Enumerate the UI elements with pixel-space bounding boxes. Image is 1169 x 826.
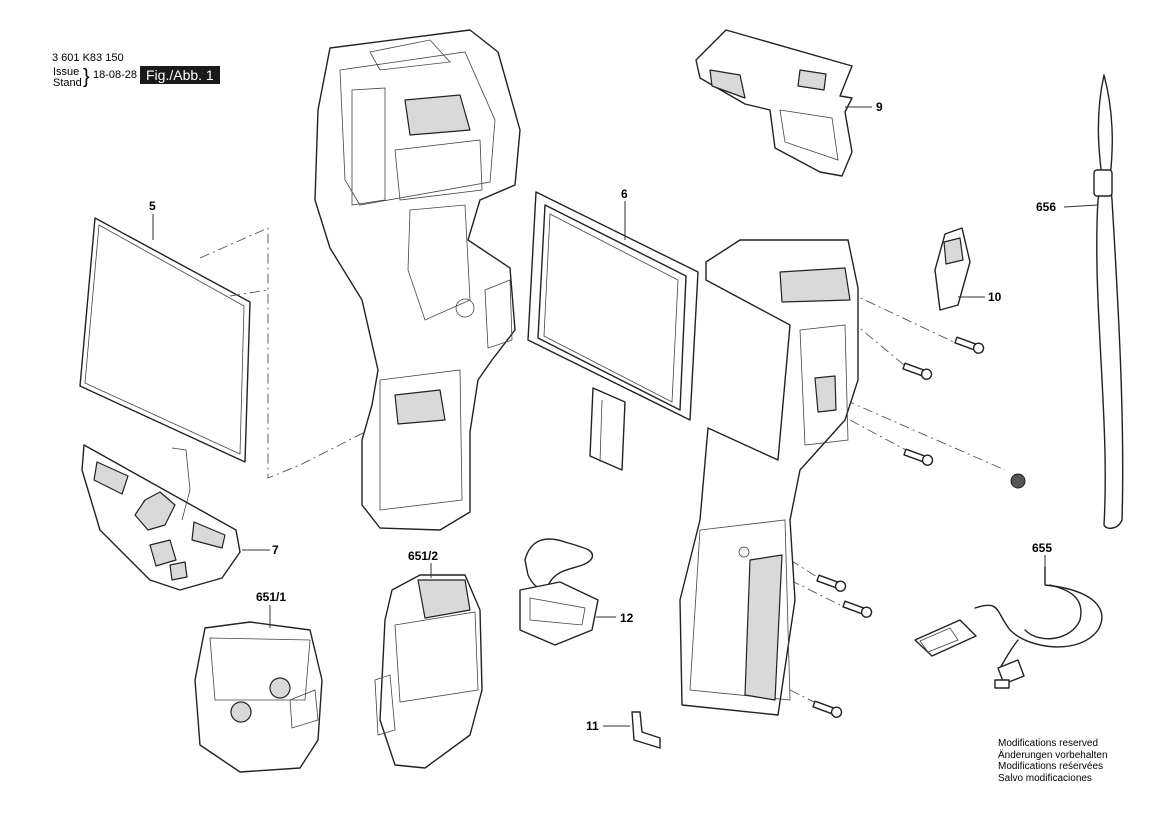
leader-lines — [152, 106, 1099, 727]
callout-10: 10 — [988, 290, 1002, 304]
part-656-strap — [1093, 74, 1124, 529]
callout-11: 11 — [586, 719, 599, 733]
part-6-display — [527, 191, 699, 471]
front-housing — [679, 239, 859, 716]
callout-656: 656 — [1036, 200, 1057, 214]
part-9-clip — [695, 29, 853, 177]
note-es: Salvo modificaciones — [998, 772, 1092, 784]
stand-label: Stand — [53, 77, 82, 89]
note-fr: Modifications reśervées — [998, 761, 1104, 772]
callout-12: 12 — [620, 611, 634, 625]
issue-label: Issue — [53, 66, 80, 78]
part-number: 3 601 K83 150 — [52, 52, 124, 64]
callout-5: 5 — [149, 199, 156, 213]
part-12-connector — [519, 538, 599, 646]
callout-655: 655 — [1032, 541, 1053, 555]
part-651-2-battery-pack — [374, 574, 483, 769]
figure-badge: Fig./Abb. 1 — [140, 66, 220, 84]
screws — [812, 336, 1026, 718]
rear-housing — [314, 29, 521, 531]
part-7-keypad — [81, 444, 241, 591]
part-11-clip — [631, 711, 661, 749]
part-655-usb-cable — [914, 566, 1103, 689]
note-de: Änderungen vorbehalten — [998, 749, 1108, 761]
callout-651-2: 651/2 — [408, 549, 439, 563]
callout-651-1: 651/1 — [256, 590, 287, 604]
modifications-note: Modifications reserved Änderungen vorbeh… — [998, 738, 1108, 784]
callout-7: 7 — [272, 543, 279, 557]
part-651-1-battery-base — [194, 621, 323, 773]
issue-date: 18-08-28 — [93, 69, 138, 81]
callout-6: 6 — [621, 187, 628, 201]
callout-9: 9 — [876, 100, 883, 114]
part-10-latch — [934, 227, 971, 311]
note-en: Modifications reserved — [998, 738, 1099, 749]
brace: } — [83, 66, 90, 88]
part-5-glass — [79, 217, 251, 463]
